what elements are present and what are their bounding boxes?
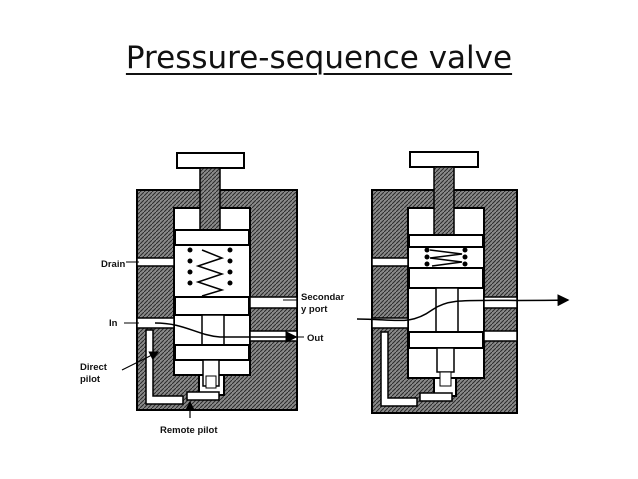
label-secondary-port-1: Secondar [301,292,345,303]
label-out: Out [307,333,324,344]
slide-title-text: Pressure-sequence valve [125,40,513,76]
right-adjust-screw [433,166,455,236]
right-drain-port [371,257,409,267]
left-spool-upper-land [174,296,250,316]
left-remote-pilot-channel [186,391,220,401]
slide-title: Pressure-sequence valve [0,40,638,76]
left-direct-pilot-channel [145,329,184,405]
label-in: In [109,318,118,329]
left-out-port [249,330,298,342]
label-direct-pilot-2: pilot [80,374,101,385]
left-drain-port [136,257,175,267]
right-spring [429,249,463,267]
right-direct-pilot-channel [380,331,418,407]
label-secondary-port-2: y port [301,304,328,315]
left-valve: Drain In Direct pilot Remote pilot Secon… [80,152,345,436]
left-spring [195,249,225,297]
right-out-port [483,330,518,342]
right-spool-tail [436,347,455,373]
right-valve [356,151,570,414]
right-spring-plate [408,234,484,248]
left-secondary-port [249,296,298,309]
left-flow-line [154,322,298,343]
right-spool-upper-land [408,267,484,289]
left-spool-lower-land [174,344,250,361]
direct-pilot-pointer [121,351,160,371]
label-direct-pilot-1: Direct [80,362,108,373]
right-remote-pilot-channel [419,392,453,402]
left-adjust-screw [199,167,221,231]
right-in-port [371,317,409,329]
left-spring-coils [187,247,233,286]
left-spool-tail-inner [205,375,217,389]
label-remote-pilot: Remote pilot [160,425,218,436]
left-spool-stem [201,314,225,346]
right-flow-line [356,294,570,322]
right-secondary-port [483,296,518,309]
left-spring-plate [174,229,250,246]
right-spool-tail-inner [439,371,452,387]
right-adjust-cap [409,151,479,168]
right-spool-lower-land [408,331,484,349]
left-adjust-cap [176,152,245,169]
right-spring-coils [424,247,468,267]
label-drain: Drain [101,259,125,270]
right-spool-stem [435,287,459,333]
